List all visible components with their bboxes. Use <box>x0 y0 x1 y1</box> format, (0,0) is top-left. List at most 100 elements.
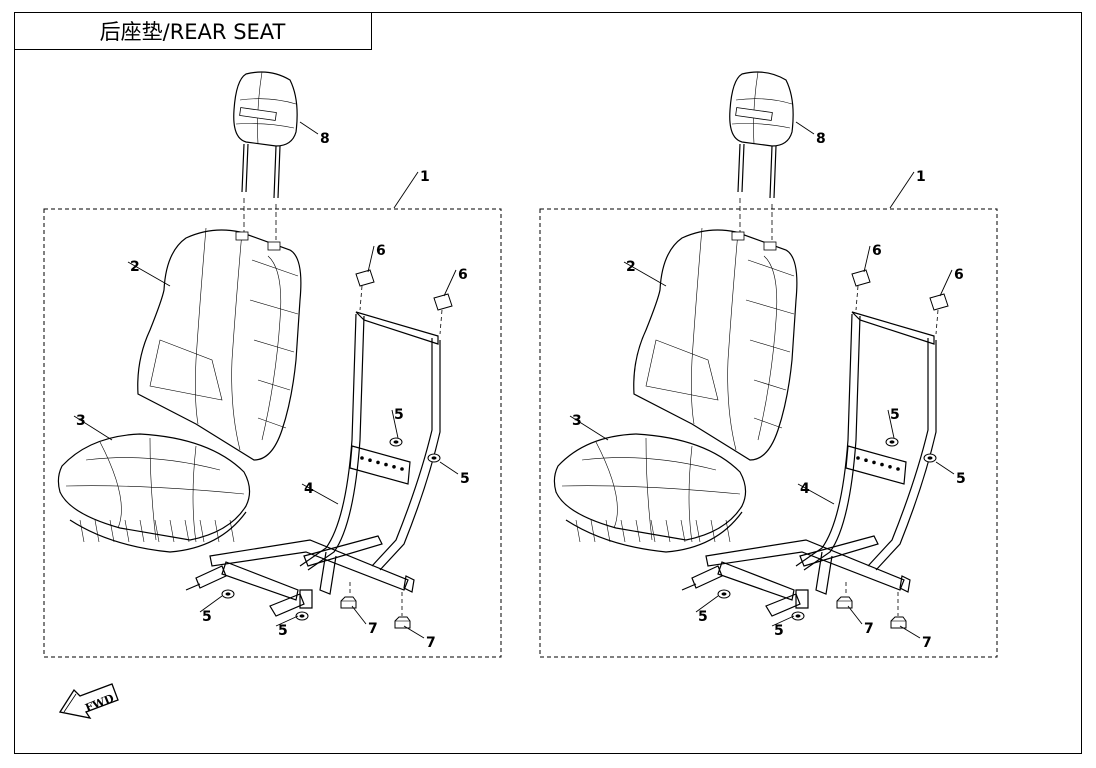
frame-cross-plate <box>845 445 907 485</box>
headrest-guide <box>235 231 249 241</box>
callout-leader <box>771 615 795 627</box>
seat-cushion <box>57 433 251 553</box>
callout-label-8: 8 <box>816 131 826 147</box>
callout-leader <box>391 409 399 439</box>
frame-cross-plate <box>349 445 411 485</box>
callout-leader <box>393 171 419 209</box>
nut-part-7 <box>340 596 357 609</box>
assembly-dashed-boundary <box>43 208 502 658</box>
backrest <box>137 227 302 461</box>
callout-label-4: 4 <box>800 481 810 497</box>
callout-label-6: 6 <box>376 243 386 259</box>
callout-label-1: 1 <box>916 169 926 185</box>
headrest-pad <box>729 71 794 147</box>
callout-label-5: 5 <box>956 471 966 487</box>
callout-leader <box>889 171 915 209</box>
callout-leader <box>935 461 955 475</box>
callout-leader <box>439 461 459 475</box>
nut-part-7 <box>890 616 907 629</box>
cushion-top <box>553 433 747 541</box>
callout-leader <box>623 261 667 287</box>
headrest-posts <box>737 143 777 199</box>
callout-label-5: 5 <box>890 407 900 423</box>
callout-leader <box>695 595 719 613</box>
seat-cushion <box>553 433 747 553</box>
callout-leader <box>443 269 457 297</box>
callout-label-2: 2 <box>626 259 636 275</box>
callout-label-6: 6 <box>872 243 882 259</box>
callout-label-5: 5 <box>774 623 784 639</box>
seat-frame <box>185 311 441 617</box>
callout-leader <box>351 605 367 625</box>
headrest-guide <box>731 231 745 241</box>
frame-right-upright <box>867 338 937 571</box>
callout-label-1: 1 <box>420 169 430 185</box>
frame-feet <box>185 565 305 617</box>
nut-part-7 <box>394 616 411 629</box>
frame-top-bar <box>851 311 935 345</box>
headrest-guide <box>763 241 777 251</box>
cushion-top <box>57 433 251 541</box>
assembly-dashed-boundary <box>539 208 998 658</box>
drawing-sheet-border <box>14 12 1082 754</box>
callout-label-2: 2 <box>130 259 140 275</box>
callout-label-6: 6 <box>458 267 468 283</box>
frame-base-rail <box>705 539 905 591</box>
callout-leader <box>367 245 375 273</box>
headrest-center-lines <box>739 198 773 240</box>
callout-leader <box>939 269 953 297</box>
clip-part-6 <box>929 293 949 311</box>
headrest-logo <box>735 107 773 121</box>
callout-label-6: 6 <box>954 267 964 283</box>
callout-label-5: 5 <box>202 609 212 625</box>
callout-leader <box>299 121 319 135</box>
headrest <box>729 71 794 240</box>
parts-panel-right: 1 2 3 4 5 5 5 5 6 6 7 7 8 <box>539 71 998 658</box>
callout-label-5: 5 <box>460 471 470 487</box>
callout-leader <box>301 483 339 505</box>
callout-leader <box>887 409 895 439</box>
nut-part-7 <box>836 596 853 609</box>
headrest <box>233 71 298 240</box>
frame-base-rail <box>209 539 409 591</box>
callout-leader <box>275 615 299 627</box>
headrest-posts <box>241 143 281 199</box>
callout-label-3: 3 <box>572 413 582 429</box>
callout-leader <box>73 415 113 441</box>
frame-right-upright <box>371 338 441 571</box>
callout-leader <box>403 625 425 639</box>
headrest-guide <box>267 241 281 251</box>
callout-leader <box>569 415 609 441</box>
clip-part-6 <box>433 293 453 311</box>
frame-feet <box>681 565 801 617</box>
page-title: 后座垫/REAR SEAT <box>14 12 372 50</box>
callout-leader <box>863 245 871 273</box>
callout-label-7: 7 <box>368 621 378 637</box>
callout-leader <box>797 483 835 505</box>
backrest-shell <box>633 229 798 461</box>
headrest-pad <box>233 71 298 147</box>
callout-label-5: 5 <box>394 407 404 423</box>
callout-label-5: 5 <box>278 623 288 639</box>
clip-part-6 <box>851 269 871 287</box>
callout-leader <box>199 595 223 613</box>
frame-top-bar <box>355 311 439 345</box>
callout-label-7: 7 <box>426 635 436 651</box>
callout-leader <box>127 261 171 287</box>
frame-left-upright <box>795 313 861 571</box>
callout-label-4: 4 <box>304 481 314 497</box>
callout-label-3: 3 <box>76 413 86 429</box>
clip-part-6 <box>355 269 375 287</box>
callout-label-8: 8 <box>320 131 330 147</box>
callout-leader <box>847 605 863 625</box>
callout-leader <box>795 121 815 135</box>
callout-label-5: 5 <box>698 609 708 625</box>
frame-left-upright <box>299 313 365 571</box>
callout-label-7: 7 <box>922 635 932 651</box>
backrest-shell <box>137 229 302 461</box>
forward-direction-arrow: FWD <box>58 683 119 719</box>
callout-label-7: 7 <box>864 621 874 637</box>
parts-panel-left: 1 2 3 4 5 5 5 5 6 6 7 7 8 <box>43 71 502 658</box>
headrest-center-lines <box>243 198 277 240</box>
